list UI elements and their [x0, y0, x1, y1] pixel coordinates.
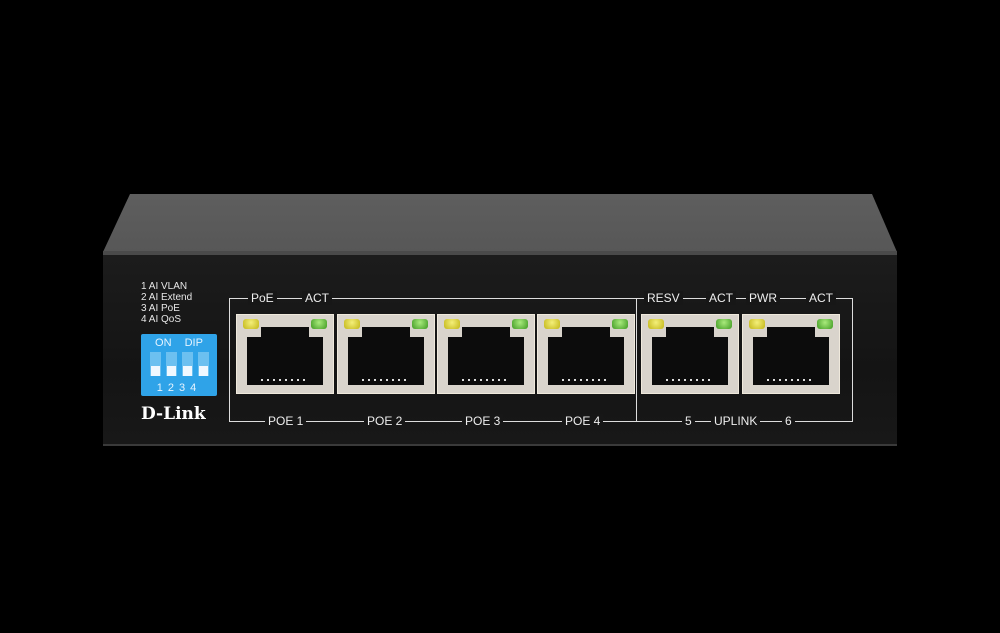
- label-act-6: ACT: [806, 291, 836, 305]
- bracket-top-line-left: [229, 298, 636, 299]
- port-uplink-5[interactable]: [641, 314, 739, 394]
- label-port-4: POE 4: [562, 414, 604, 428]
- rj45-socket[interactable]: [652, 327, 728, 385]
- label-act-5: ACT: [706, 291, 736, 305]
- rj45-socket[interactable]: [548, 327, 624, 385]
- rj45-socket[interactable]: [247, 327, 323, 385]
- rj45-socket[interactable]: [348, 327, 424, 385]
- dip-numbers: 1234: [156, 382, 202, 394]
- act-led-icon: [716, 319, 732, 329]
- label-resv: RESV: [644, 291, 683, 305]
- rj45-socket[interactable]: [448, 327, 524, 385]
- poe-led-icon: [344, 319, 360, 329]
- dip-toggle-2[interactable]: [166, 352, 177, 376]
- rj45-pins: [767, 379, 815, 381]
- act-led-icon: [817, 319, 833, 329]
- rj45-pins: [462, 379, 510, 381]
- port-poe-1[interactable]: [236, 314, 334, 394]
- brand-logo: D-Link: [141, 404, 206, 424]
- act-led-icon: [512, 319, 528, 329]
- poe-led-icon: [444, 319, 460, 329]
- dip-switch[interactable]: ON DIP 1234: [141, 334, 217, 396]
- switch-top-panel: [103, 194, 897, 252]
- label-port-3: POE 3: [462, 414, 504, 428]
- pwr-led-icon: [749, 319, 765, 329]
- bracket-right-line: [852, 298, 853, 422]
- rj45-pins: [562, 379, 610, 381]
- act-led-icon: [412, 319, 428, 329]
- rj45-pins: [362, 379, 410, 381]
- bracket-top-line-right: [636, 298, 852, 299]
- label-port-2: POE 2: [364, 414, 406, 428]
- switch-top-edge: [103, 251, 897, 255]
- label-act: ACT: [302, 291, 332, 305]
- label-uplink: UPLINK: [711, 414, 761, 428]
- dip-mode-2: 2 AI Extend: [141, 292, 193, 303]
- dip-toggle-4[interactable]: [198, 352, 209, 376]
- dip-toggle-1[interactable]: [150, 352, 161, 376]
- dip-mode-3: 3 AI PoE: [141, 303, 180, 314]
- act-led-icon: [311, 319, 327, 329]
- dip-mode-4: 4 AI QoS: [141, 314, 182, 325]
- rj45-socket[interactable]: [753, 327, 829, 385]
- poe-led-icon: [544, 319, 560, 329]
- rj45-pins: [666, 379, 714, 381]
- dip-header: ON DIP: [155, 337, 203, 349]
- resv-led-icon: [648, 319, 664, 329]
- act-led-icon: [612, 319, 628, 329]
- label-port-6: 6: [782, 414, 795, 428]
- rj45-pins: [261, 379, 309, 381]
- poe-led-icon: [243, 319, 259, 329]
- dip-toggle-3[interactable]: [182, 352, 193, 376]
- bracket-left-line: [229, 298, 230, 422]
- dip-mode-1: 1 AI VLAN: [141, 281, 188, 292]
- label-poe: PoE: [248, 291, 277, 305]
- port-poe-4[interactable]: [537, 314, 635, 394]
- port-poe-3[interactable]: [437, 314, 535, 394]
- label-port-1: POE 1: [265, 414, 307, 428]
- dip-mode-list: 1 AI VLAN 2 AI Extend 3 AI PoE 4 AI QoS: [141, 281, 192, 325]
- bracket-bottom-line: [229, 421, 853, 422]
- label-port-5: 5: [682, 414, 695, 428]
- label-pwr: PWR: [746, 291, 780, 305]
- port-uplink-6[interactable]: [742, 314, 840, 394]
- bracket-divider: [636, 298, 637, 422]
- port-poe-2[interactable]: [337, 314, 435, 394]
